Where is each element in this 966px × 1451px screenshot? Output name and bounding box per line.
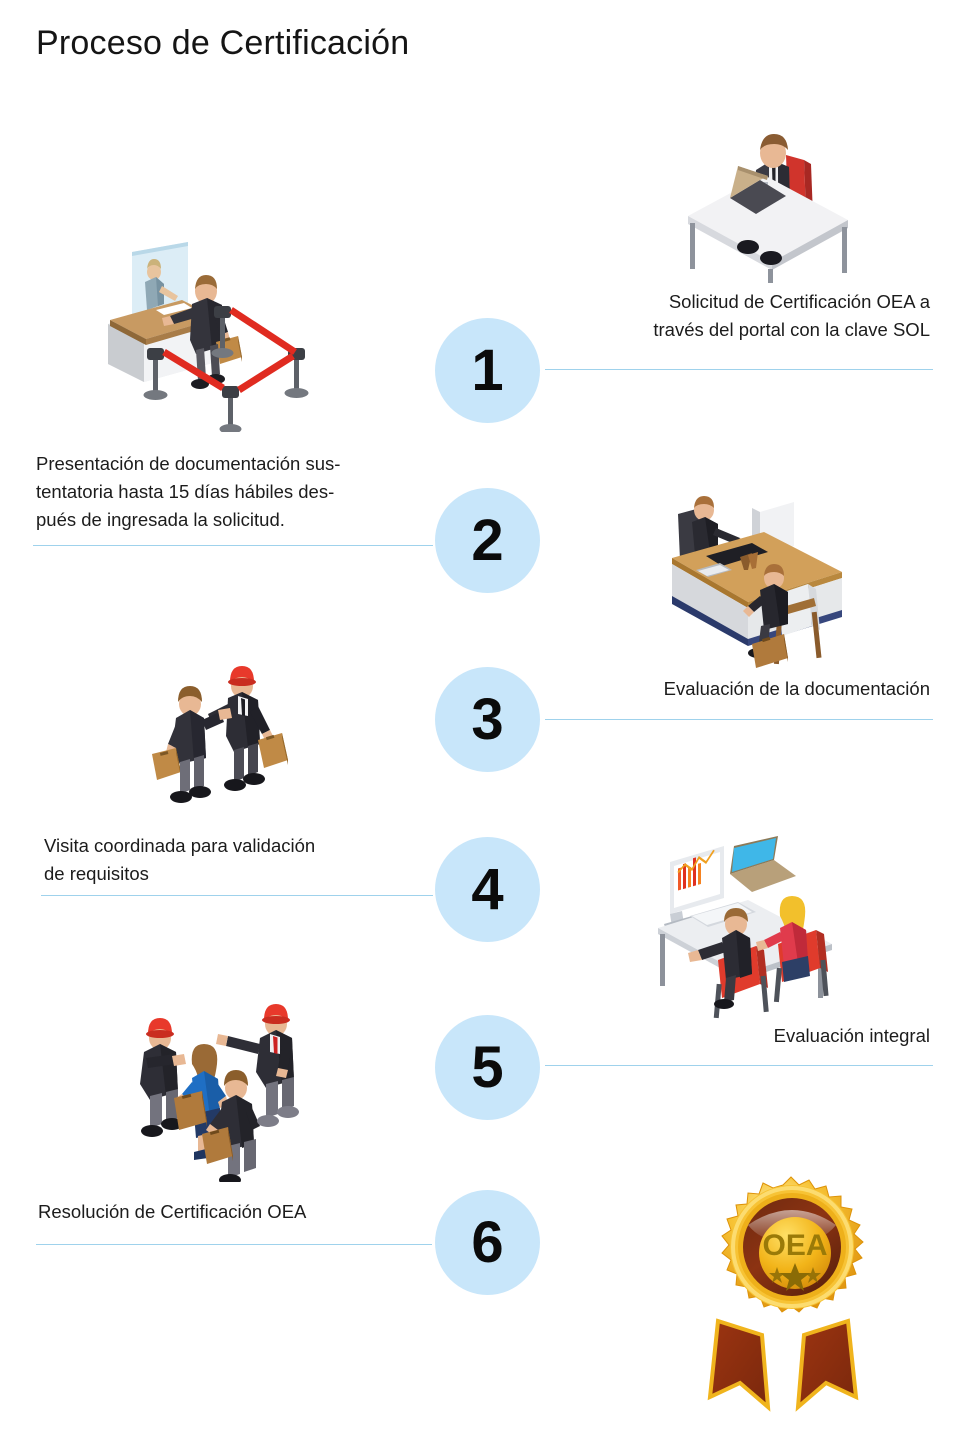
medal-stars (769, 1263, 821, 1291)
step-1-caption-line-2: través del portal con la clave SOL (653, 319, 930, 341)
step-3-rule (545, 719, 933, 720)
step-5-caption: Evaluación integral (510, 1022, 930, 1050)
medal-label: OEA (762, 1229, 827, 1262)
step-2-caption-line-2: tentatoria hasta 15 días hábiles des- (36, 481, 335, 503)
illustration-man-at-desk-with-laptop (668, 120, 868, 290)
step-1-number: 1 (471, 337, 504, 403)
step-2-number: 2 (471, 507, 504, 573)
step-3-caption-line-1: Evaluación de la documentación (663, 678, 930, 699)
step-4-badge[interactable]: 4 (435, 837, 540, 942)
step-6-badge[interactable]: 6 (435, 1190, 540, 1295)
step-5-number: 5 (471, 1034, 504, 1100)
step-2-badge[interactable]: 2 (435, 488, 540, 593)
step-5-caption-line-1: Evaluación integral (773, 1025, 930, 1046)
step-4-caption-line-1: Visita coordinada para validación (44, 835, 316, 856)
step-6-number: 6 (471, 1209, 504, 1275)
medal-ribbon (707, 1318, 859, 1412)
step-1-caption: Solicitud de Certificación OEA a través … (510, 288, 930, 344)
step-1-badge[interactable]: 1 (435, 318, 540, 423)
step-4-caption-line-2: de requisitos (44, 863, 149, 885)
step-3-caption: Evaluación de la documentación (510, 675, 930, 703)
step-4-rule (41, 895, 433, 896)
illustration-group-of-inspectors (112, 992, 332, 1182)
step-2-rule (33, 545, 433, 546)
step-4-caption: Visita coordinada para validación de req… (44, 832, 464, 888)
step-5-badge[interactable]: 5 (435, 1015, 540, 1120)
illustration-service-counter-with-queue-barriers (92, 242, 332, 432)
step-2-caption-line-3: pués de ingresada la solicitud. (36, 509, 285, 531)
illustration-handshake-businessmen (142, 652, 322, 822)
page-title: Proceso de Certificación (36, 24, 410, 62)
step-1-rule (545, 369, 933, 370)
step-3-badge[interactable]: 3 (435, 667, 540, 772)
step-6-caption-line-1: Resolución de Certificación OEA (38, 1201, 307, 1222)
step-2-caption: Presentación de documentación sus- tenta… (36, 450, 456, 534)
step-2-caption-line-1: Presentación de documentación sus- (36, 453, 341, 474)
illustration-office-desk-meeting (648, 484, 868, 674)
illustration-two-people-analyzing-data (652, 832, 872, 1022)
step-6-rule (36, 1244, 432, 1245)
step-4-number: 4 (471, 856, 504, 922)
step-1-caption-line-1: Solicitud de Certificación OEA a (668, 291, 930, 312)
step-6-caption: Resolución de Certificación OEA (38, 1198, 458, 1226)
step-3-number: 3 (471, 686, 504, 752)
oea-certification-medal: OEA (670, 1175, 920, 1430)
step-5-rule (545, 1065, 933, 1066)
